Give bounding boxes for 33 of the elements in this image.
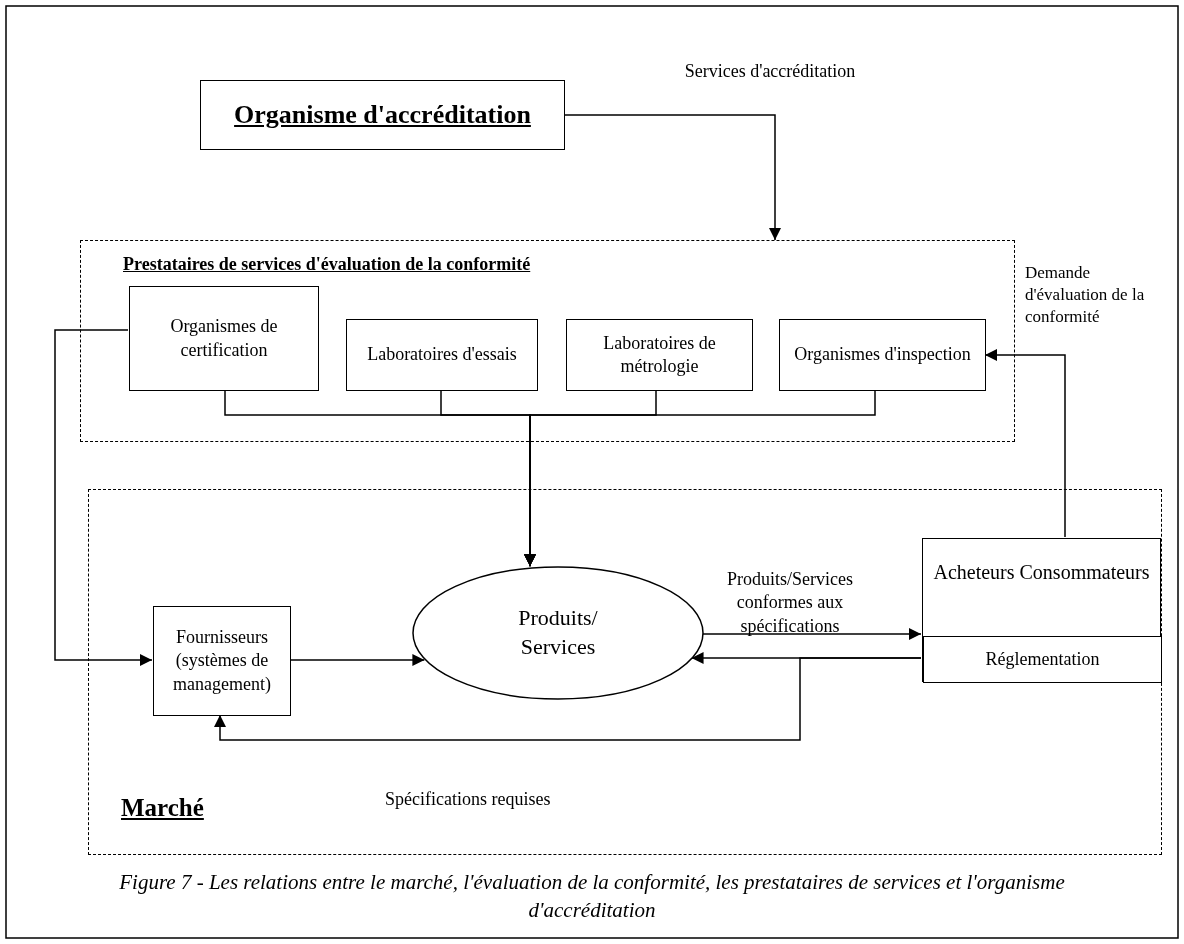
arrow [984,349,1066,538]
arrow [564,114,781,241]
group-frame [88,489,1162,855]
node-label: Produits/ Services [517,604,599,661]
edge-label: Demande d'évaluation de la conformité [1025,262,1146,329]
node-label: Fournisseurs (systèmes de management) [172,625,272,696]
group-title: Marché [121,793,204,823]
process-box [923,636,1162,683]
node-label: Réglementation [984,647,1101,671]
edge-label: Services d'accréditation [683,60,857,83]
process-box [129,286,319,391]
arrow [54,329,153,666]
arrow [289,654,426,666]
figure-caption: Figure 7 - Les relations entre le marché, l'évaluation de la conformité, les prestataires de services et l'organisme d'accréditation [118,869,1066,925]
edge-label: Produits/Services conformes aux spécifications [726,568,854,638]
node-label: Organisme d'accréditation [233,99,532,132]
arrow [524,389,876,567]
process-box [566,319,753,391]
node-label: Acheteurs Consommateurs [933,560,1150,585]
process-box [200,80,565,150]
arrow [214,657,922,741]
node-label: Laboratoires d'essais [366,343,518,367]
process-box [922,538,1161,682]
process-box [346,319,538,391]
process-box [153,606,291,716]
node-label: Organismes d'inspection [793,343,972,367]
group-title: Prestataires de services d'évaluation de la conformité [123,253,531,276]
group-frame [80,240,1015,442]
node-label: Organismes de certification [169,315,279,362]
process-box [779,319,986,391]
ellipse-node [412,566,704,700]
edge-label: Spécifications requises [385,788,552,811]
node-label: Laboratoires de métrologie [602,331,717,378]
